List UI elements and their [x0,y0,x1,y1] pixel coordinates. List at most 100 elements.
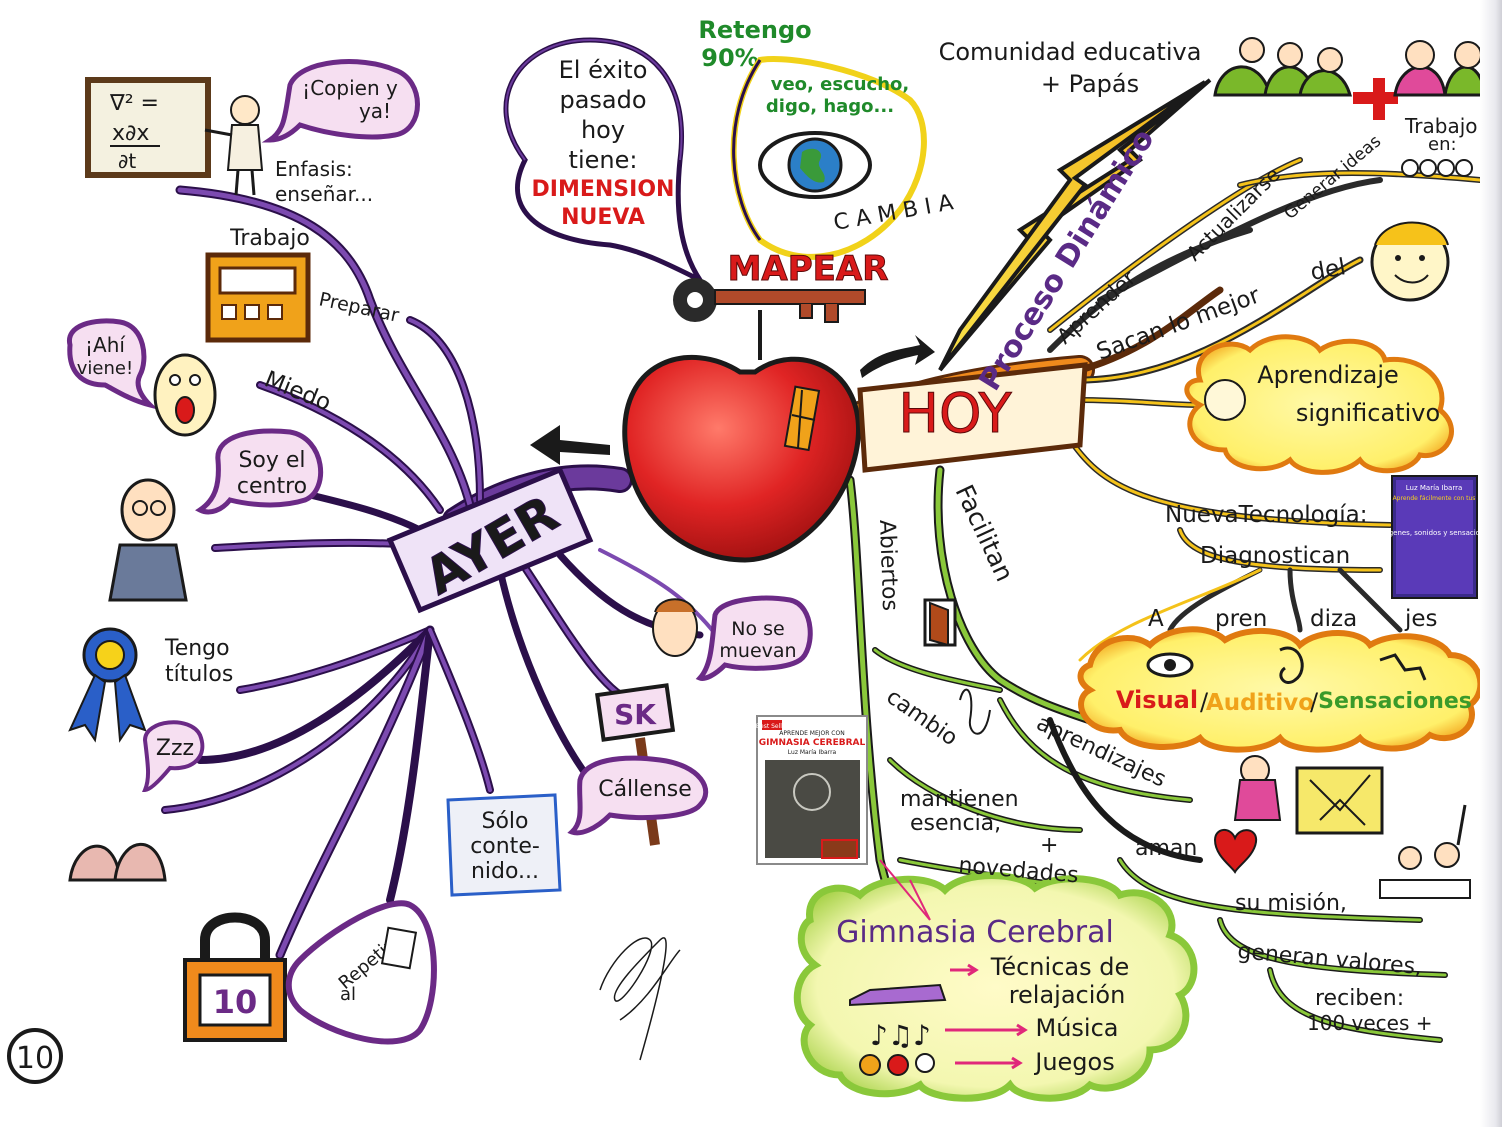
exito-bubble: El éxito pasado hoy tiene: DIMENSION NUE… [503,37,708,287]
solo-contenido-box: Sólo conte- nido... [446,793,562,897]
comunidad-label: Comunidad educativa [939,38,1202,66]
team-icon [1401,159,1473,177]
page-number: 10 [16,1041,54,1076]
ayer-label-band: AYER [386,466,594,614]
tengo-line1: Tengo [164,636,230,661]
trabajo-en-line1: Trabajo [1404,114,1478,138]
svg-text:Soy el: Soy el [238,448,305,473]
svg-text:ya!: ya! [359,99,391,123]
copien-bubble: ¡Copien y ya! [261,59,420,143]
facilitan-label: Facilitan [950,480,1020,586]
diagnostican-label: Diagnostican [1200,543,1350,569]
pointer-arrow [879,859,931,921]
aprendizaje-line1: Aprendizaje [1257,361,1399,389]
papas-label: + Papás [1041,70,1139,98]
svg-text:∇² =: ∇² = [109,91,159,116]
eye-bubble: veo, escucho, digo, hago... C A M B I A [730,56,955,260]
lock-icon: 10 [183,912,287,1042]
svg-text:No se: No se [731,618,784,640]
left-book-author: Luz María Ibarra [788,749,837,756]
svg-text:∂t: ∂t [118,149,136,173]
left-book-cover: Best Seller APRENDE MEJOR CON GIMNASIA C… [756,715,868,865]
enfasis-line1: Enfasis: [275,157,353,181]
aman-label: aman [1135,836,1197,861]
miedo-label: Miedo [261,366,335,416]
right-book-author: Luz María Ibarra [1406,484,1463,492]
hand-icon [1379,653,1427,681]
ahi-viene-bubble: ¡Ahí viene! [67,318,159,410]
hoy-label-band: HOY [857,335,1088,473]
svg-text:muevan: muevan [719,640,796,662]
style-sensaciones: Sensaciones [1318,689,1472,714]
svg-text:pasado: pasado [559,86,646,114]
smiling-face-icon [1370,221,1450,302]
teacher-icon [204,95,264,196]
abiertos-label: Abiertos [874,519,902,611]
svg-text:x∂x: x∂x [112,121,149,146]
del-label: del [1309,254,1348,286]
preparar-label: Preparar [317,288,401,326]
aprendizajes-part3: diza [1310,606,1357,632]
signature-icon [599,937,681,1061]
styles-cloud: Visual / Auditivo / Sensaciones [1077,626,1484,753]
gimnasia-juegos: Juegos [1033,1048,1114,1076]
svg-text:NUEVA: NUEVA [561,205,645,230]
classroom-icon [1379,804,1471,899]
right-book-title: Aprende fácilmente con tus [1393,495,1476,502]
svg-text:viene!: viene! [77,358,133,379]
aprendizaje-cloud: Aprendizaje significativo [1184,334,1454,475]
scribble-icon [959,688,991,735]
page-number-badge: 10 [7,1028,63,1084]
repetir-bubble: Repetir al [285,900,437,1045]
callense-bubble: Cállense [567,755,709,836]
apple-icon [622,310,861,563]
mapear-label: MAPEAR [728,249,889,289]
svg-text:¡Copien y: ¡Copien y [302,76,398,100]
reciben-label: reciben: [1315,986,1404,1011]
veces-label: 100 veces + [1307,1011,1433,1035]
svg-text:digo, hago...: digo, hago... [766,96,894,117]
retengo-label: Retengo [698,16,811,44]
relaxing-person-icon [849,983,947,1007]
tengo-line2: títulos [165,662,233,687]
gimnasia-cloud: Gimnasia Cerebral Técnicas de relajación… [793,859,1198,1102]
svg-text:hoy: hoy [581,116,625,144]
svg-text:¡Ahí: ¡Ahí [85,333,126,357]
open-door-icon [923,598,957,647]
enfasis-line2: enseñar... [275,182,373,206]
exito-line1: El éxito [559,56,648,84]
svg-text:Sólo: Sólo [482,809,529,834]
ball-icon [859,1054,881,1076]
svg-text:Técnicas de: Técnicas de [990,953,1129,981]
mision-label: su misión, [1235,891,1347,916]
blackboard-icon: ∇² = x∂x ∂t [85,77,211,178]
right-book-cover: Luz María Ibarra Aprende fácilmente con … [1376,475,1493,599]
building-icon [205,252,311,343]
heart-icon [1213,829,1258,874]
svg-text:/: / [1310,688,1319,716]
boss-icon [108,478,188,602]
plus-label: + [1040,833,1058,858]
svg-text:nido...: nido... [471,859,539,884]
aprendizajes-part2: pren [1215,606,1267,632]
soy-centro-bubble: Soy el centro [195,428,323,515]
trabajo-label: Trabajo [229,226,310,251]
svg-text:al: al [340,984,356,1005]
ribbon-icon [68,627,147,743]
style-visual: Visual [1116,686,1198,714]
aprendizajes-part1: A [1148,606,1164,632]
sk-sign-text: SK [614,698,657,731]
stern-face-icon [652,598,698,657]
paper-icon [380,926,418,970]
style-auditivo: Auditivo [1206,690,1314,716]
music-notes-icon: ♪♫♪ [870,1019,931,1052]
arrow-right-icon [945,1023,1028,1037]
arrow-up-right-icon [860,335,935,378]
gimnasia-title: Gimnasia Cerebral [836,915,1114,950]
aprendizajes-part4: jes [1404,606,1438,632]
community-icon [1213,37,1487,120]
left-book-badge: Best Seller [756,723,789,730]
arrow-left-icon [530,425,610,465]
